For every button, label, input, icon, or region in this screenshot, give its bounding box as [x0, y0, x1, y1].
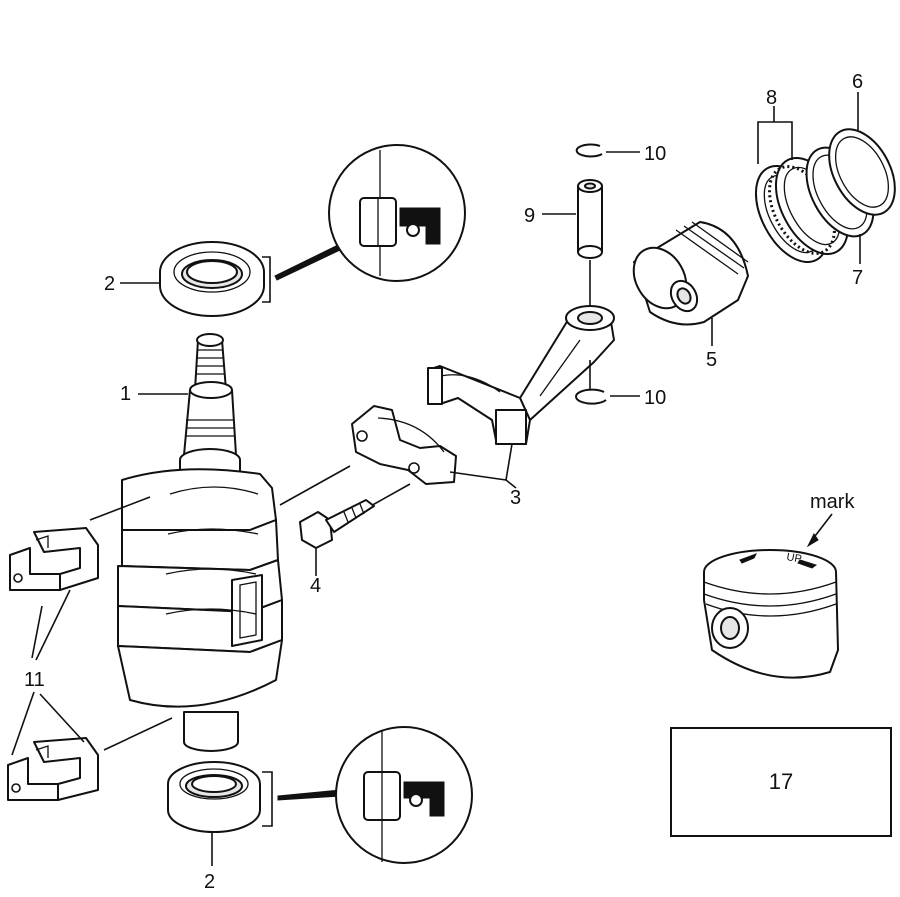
- label-piston: 5: [706, 349, 717, 371]
- label-oil-seal-bottom: 2: [204, 871, 215, 893]
- label-connecting-rod: 3: [510, 487, 521, 509]
- oil-seal-bottom-detail-circle: [335, 726, 473, 864]
- label-piston-pin: 9: [524, 205, 535, 227]
- top-ring: [828, 128, 896, 216]
- circlip-bottom: [575, 360, 640, 405]
- oil-seal-top-detail-circle: [328, 144, 466, 282]
- crankshaft: [117, 333, 283, 752]
- reference-box-number: 17: [768, 769, 794, 794]
- circlip-top: [575, 143, 640, 158]
- label-circlip-bottom: 10: [644, 387, 666, 409]
- piston-up-mark: UP: [785, 551, 802, 565]
- reference-box: 17: [670, 727, 892, 837]
- label-oil-seal-top: 2: [104, 273, 115, 295]
- label-second-ring: 7: [852, 267, 863, 289]
- label-main-bearing: 11: [24, 669, 45, 691]
- oil-seal-top-bracket: [262, 244, 341, 303]
- label-rod-bolt: 4: [310, 575, 321, 597]
- main-bearing-leaders: [11, 589, 85, 756]
- oil-seal-bottom: [167, 761, 261, 833]
- piston-marked: UP: [703, 513, 839, 679]
- label-oil-ring: 8: [766, 87, 777, 109]
- label-crankshaft: 1: [120, 383, 131, 405]
- label-circlip-top: 10: [644, 143, 666, 165]
- piston: [632, 221, 749, 346]
- ring-leaders: [757, 92, 861, 264]
- piston-pin: [542, 179, 603, 306]
- main-bearing-upper: [9, 527, 99, 591]
- connecting-rod-cap: [351, 405, 457, 485]
- label-mark: mark: [810, 491, 855, 513]
- label-top-ring: 6: [852, 71, 863, 93]
- rod-bolt: [299, 499, 375, 576]
- connecting-rod: [427, 305, 615, 445]
- main-bearing-lower: [7, 737, 99, 801]
- oil-seal-top: [159, 241, 265, 317]
